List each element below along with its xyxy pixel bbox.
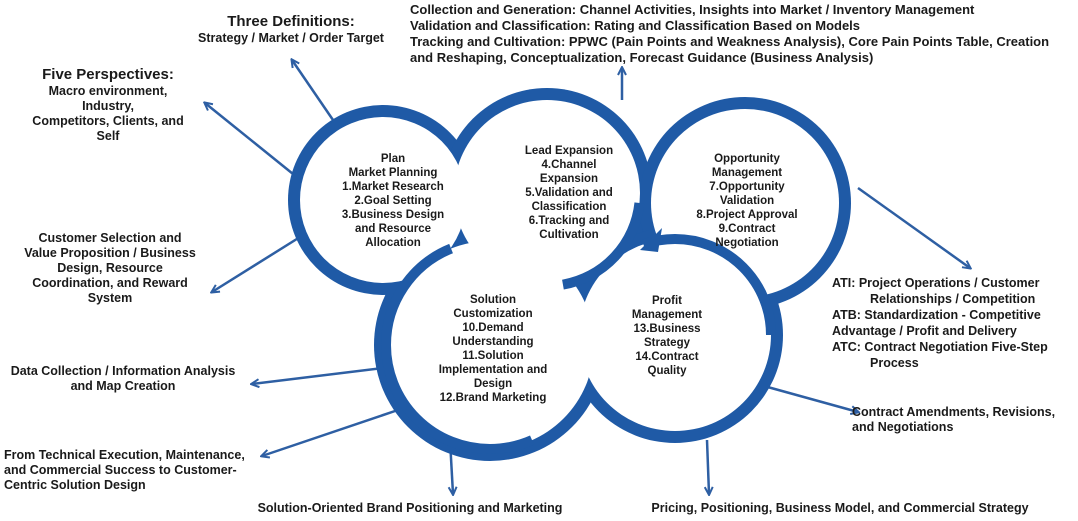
plan-text: Plan Market Planning 1.Market Research 2… xyxy=(318,152,468,250)
lead-line: Lead Expansion xyxy=(524,145,614,157)
pricing-label: Pricing, Positioning, Business Model, an… xyxy=(651,501,1029,515)
arrow-contract-amendments xyxy=(763,384,858,412)
arrow-technical-execution xyxy=(262,408,399,456)
solution-line: Understanding xyxy=(452,336,534,348)
customer-selection-line: Design, Resource xyxy=(57,261,163,275)
arrow-pricing xyxy=(707,439,709,494)
collection-line: and Reshaping, Conceptualization, Foreca… xyxy=(410,50,874,65)
atc-line-cont: Process xyxy=(870,356,919,370)
lead-line: Cultivation xyxy=(539,229,599,241)
technical-execution-line: Centric Solution Design xyxy=(4,478,146,492)
solution-line: Customization xyxy=(453,308,533,320)
collection-line: Collection and Generation: Channel Activ… xyxy=(410,2,975,17)
arrow-three-definitions xyxy=(292,60,335,121)
five-perspectives-line: Self xyxy=(96,129,120,143)
technical-execution-line: From Technical Execution, Maintenance, xyxy=(4,448,245,462)
technical-execution-block: From Technical Execution, Maintenance, a… xyxy=(4,448,269,493)
brand-positioning-label: Solution-Oriented Brand Positioning and … xyxy=(257,501,563,515)
plan-line: 2.Goal Setting xyxy=(354,195,432,207)
solution-line: 12.Brand Marketing xyxy=(439,392,547,404)
solution-line: Design xyxy=(473,378,513,390)
five-perspectives-line: Competitors, Clients, and xyxy=(32,114,184,128)
solution-line: 11.Solution xyxy=(462,350,524,362)
profit-text: Profit Management 13.Business Strategy 1… xyxy=(592,294,742,378)
ati-line-cont: Relationships / Competition xyxy=(870,292,1036,306)
technical-execution-line: and Commercial Success to Customer- xyxy=(4,463,237,477)
lead-circle xyxy=(454,100,640,286)
plan-circle xyxy=(300,117,466,283)
opportunity-line: 8.Project Approval xyxy=(696,209,798,221)
profit-line: Profit xyxy=(651,295,683,307)
opportunity-text: Opportunity Management 7.Opportunity Val… xyxy=(672,152,822,250)
five-perspectives-line: Industry, xyxy=(82,99,134,113)
lead-line: 4.Channel xyxy=(541,159,597,171)
at-block: ATI: Project Operations / Customer Relat… xyxy=(832,275,1077,371)
solution-line: 10.Demand xyxy=(462,322,524,334)
data-collection-line: and Map Creation xyxy=(70,379,176,393)
opportunity-line: Negotiation xyxy=(715,237,779,249)
customer-selection-line: System xyxy=(87,291,133,305)
contract-amendments-line: and Negotiations xyxy=(852,420,954,434)
profit-line: Quality xyxy=(647,365,687,377)
lead-text: Lead Expansion 4.Channel Expansion 5.Val… xyxy=(494,144,644,242)
center-triangle xyxy=(640,228,662,252)
plan-line: 3.Business Design xyxy=(341,209,445,221)
customer-selection-line: Coordination, and Reward xyxy=(32,276,188,290)
five-perspectives-line: Macro environment, xyxy=(48,84,168,98)
arrow-data-collection xyxy=(252,366,384,384)
solution-text: Solution Customization 10.Demand Underst… xyxy=(418,293,568,405)
solution-circle xyxy=(386,241,594,449)
five-perspectives-block: Five Perspectives: Macro environment, In… xyxy=(12,66,204,144)
ati-line: ATI: Project Operations / Customer xyxy=(832,276,1040,290)
data-collection-block: Data Collection / Information Analysis a… xyxy=(0,364,246,394)
atc-line: ATC: Contract Negotiation Five-Step xyxy=(832,340,1048,354)
customer-selection-block: Customer Selection and Value Proposition… xyxy=(12,231,208,306)
five-perspectives-title: Five Perspectives: xyxy=(42,66,174,83)
customer-selection-line: Value Proposition / Business xyxy=(24,246,196,260)
profit-line: 13.Business xyxy=(633,323,701,335)
profit-line: 14.Contract xyxy=(635,351,699,363)
data-collection-line: Data Collection / Information Analysis xyxy=(10,364,236,378)
plan-line: 1.Market Research xyxy=(342,181,444,193)
opportunity-line: 9.Contract xyxy=(718,223,776,235)
arrow-five-perspectives xyxy=(205,103,299,179)
profit-line: Management xyxy=(631,309,703,321)
contract-amendments-line: Contract Amendments, Revisions, xyxy=(852,405,1056,419)
opportunity-line: Opportunity xyxy=(714,153,780,165)
arrow-at-block xyxy=(857,186,970,268)
lead-line: 5.Validation and xyxy=(525,187,613,199)
three-definitions-title: Three Definitions: xyxy=(227,13,355,30)
contract-amendments-block: Contract Amendments, Revisions, and Nego… xyxy=(852,405,1074,435)
plan-line: Allocation xyxy=(365,237,421,249)
collection-line: Validation and Classification: Rating an… xyxy=(410,18,861,33)
arrow-customer-selection xyxy=(212,230,309,292)
lead-line: Classification xyxy=(531,201,607,213)
atb-line: ATB: Standardization - Competitive xyxy=(832,308,1041,322)
opportunity-line: 7.Opportunity xyxy=(709,181,785,193)
lead-line: Expansion xyxy=(539,173,599,185)
three-definitions-text: Strategy / Market / Order Target xyxy=(198,31,384,45)
collection-line: Tracking and Cultivation: PPWC (Pain Poi… xyxy=(410,34,1050,49)
plan-line: Plan xyxy=(380,153,406,165)
opportunity-line: Validation xyxy=(719,195,775,207)
plan-line: and Resource xyxy=(354,223,432,235)
opportunity-line: Management xyxy=(711,167,783,179)
profit-line: Strategy xyxy=(643,337,691,349)
lead-line: 6.Tracking and xyxy=(528,215,610,227)
profit-circle xyxy=(579,239,771,431)
solution-line: Solution xyxy=(470,294,516,306)
atb-line-cont: Advantage / Profit and Delivery xyxy=(832,324,1017,338)
solution-line: Implementation and xyxy=(438,364,548,376)
plan-line: Market Planning xyxy=(348,167,438,179)
customer-selection-line: Customer Selection and xyxy=(38,231,182,245)
three-definitions-block: Three Definitions: Strategy / Market / O… xyxy=(180,13,402,46)
collection-block: Collection and Generation: Channel Activ… xyxy=(410,2,1075,66)
